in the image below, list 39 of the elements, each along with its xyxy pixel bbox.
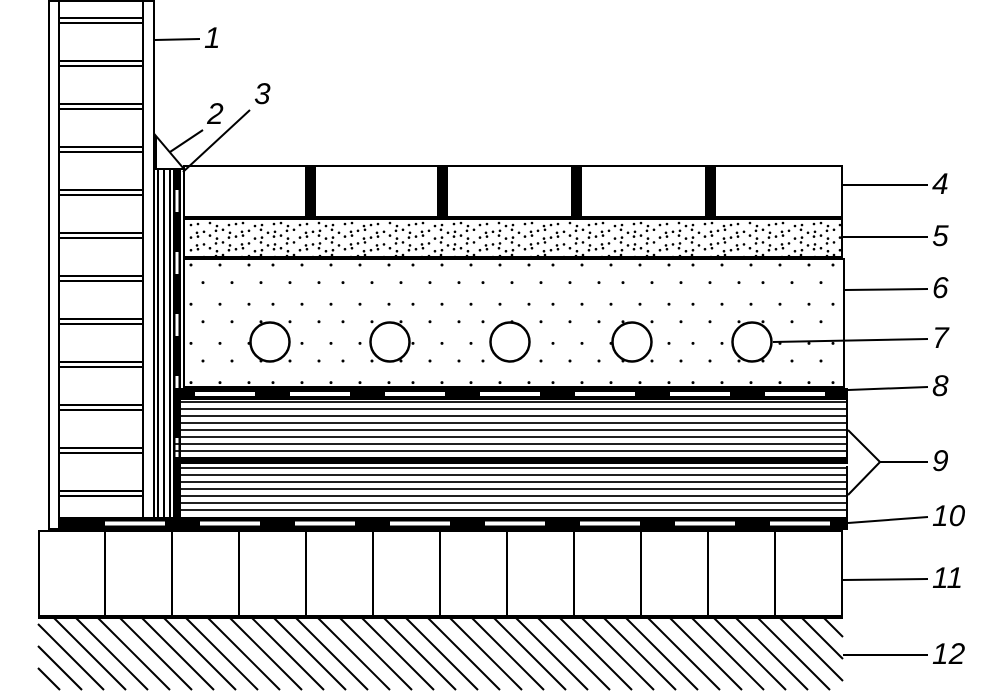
brick-wall xyxy=(48,0,155,530)
callout-number: 6 xyxy=(928,272,972,306)
leader-line xyxy=(842,578,928,581)
leader-line xyxy=(772,338,928,343)
callout-number: 10 xyxy=(928,500,972,534)
callout-number: 4 xyxy=(928,168,972,202)
heating-pipe xyxy=(369,321,411,363)
fillet-triangle xyxy=(155,135,185,170)
callout-number: 5 xyxy=(928,220,972,254)
heating-pipe xyxy=(731,321,773,363)
callout-number: 2 xyxy=(203,98,247,132)
mortar-layer xyxy=(183,218,843,258)
leader-line xyxy=(844,288,928,291)
heating-pipe xyxy=(611,321,653,363)
leader-line xyxy=(843,654,928,656)
callout-number: 11 xyxy=(928,562,972,596)
callout-number: 1 xyxy=(200,22,244,56)
concrete-screed-layer xyxy=(183,258,845,388)
callout-number: 9 xyxy=(928,445,972,479)
callout-number: 3 xyxy=(250,78,294,112)
heating-pipe xyxy=(249,321,291,363)
leader-line xyxy=(848,386,928,391)
leader-line xyxy=(843,236,928,238)
membrane-layer xyxy=(175,388,848,400)
leader-line xyxy=(182,109,251,173)
callout-number: 12 xyxy=(928,638,972,672)
heating-pipe xyxy=(489,321,531,363)
floor-tile-layer xyxy=(183,165,843,218)
edge-strip xyxy=(155,170,183,517)
callout-number: 7 xyxy=(928,322,972,356)
leader-line xyxy=(843,184,928,186)
membrane-layer xyxy=(60,517,848,530)
leader-line xyxy=(169,129,204,153)
callout-number: 8 xyxy=(928,370,972,404)
base-block-layer xyxy=(38,530,843,617)
leader-line xyxy=(154,38,200,41)
leader-line xyxy=(848,516,928,524)
leader-line xyxy=(847,461,928,496)
ground-hatching xyxy=(38,617,843,690)
